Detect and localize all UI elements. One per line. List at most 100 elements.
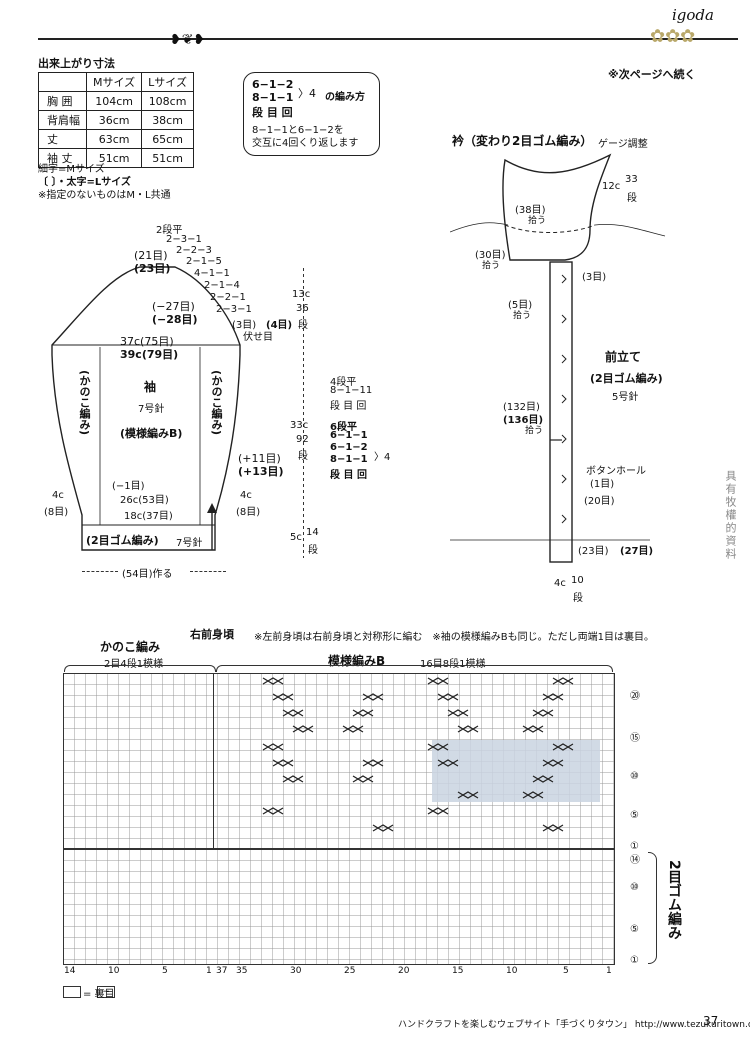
sleeve-inc-b: 段 目 回 [330,401,367,412]
collar-diagram [450,153,666,563]
collar-h1: 12c [602,181,621,192]
sleeve-inc2-a: 6−1−1 [330,430,368,441]
collar-pick38: (38目) [515,205,546,216]
front-band-title: 前立て [605,350,642,364]
x-tick: 1 [606,966,612,976]
continue-note: ※次ページへ続く [608,68,696,81]
collar-pick38b: 拾う [528,216,547,226]
sleeve-rib-h1: 5c [290,532,302,543]
buttonhole-count: (1目) [590,479,615,490]
sleeve-minus1: (−1目) [112,481,145,492]
side-text: 具有牧權的資料 [724,470,737,561]
decrease-note-box [243,72,380,156]
dec-line1: 6−1−2 [252,78,294,91]
collar-pick30: (30目) [475,250,506,261]
sleeve-side4l: 4c [52,490,64,501]
sleeve-dec-2: 2−1−5 [186,256,222,267]
legend-blank-cell [63,986,81,998]
chart-kanoko-rep: 2目4段1模様 [104,659,164,670]
row-label-5: ⑤ [630,810,639,821]
chart-pattern-b-rep: 16目8段1模様 [420,659,486,670]
sleeve-needle: 7号針 [138,404,165,415]
header-ornament-icon: ❥❦❥ [170,32,206,48]
front-band-rib: (2目ゴム編み) [590,372,663,385]
sleeve-inc2-b: 6−1−2 [330,442,368,453]
x-tick: 14 [64,966,76,976]
x-tick: 35 [236,966,248,976]
sleeve-bind-l: (4目) [266,320,293,331]
row-label-1: ① [630,841,639,852]
size-note-common: ※指定のないものはM・L共通 [38,190,171,201]
chart-note: ※左前身頃は右前身頃と対称形に編む ※袖の模様編みBも同じ。ただし両端1目は裏目… [254,632,654,643]
brand-logo: igoda [672,6,714,24]
sleeve-cap-h2: 36 [296,303,309,314]
sleeve-right-side: (かのこ編み) [210,370,223,436]
sleeve-width-l: 39c(79目) [120,348,179,361]
sleeve-rib-h2: 14 [306,527,319,538]
dec-title: の編み方 [325,92,365,103]
front-band-pick136: (136目) [503,415,544,426]
sleeve-body-h1: 33c [290,420,309,431]
sleeve-inc2-d: 段 目 回 [330,470,367,481]
x-tick: 25 [344,966,356,976]
cable-symbols [262,677,574,832]
sleeve-inc2-flat: 6段平 [330,422,357,433]
sleeve-side-m: (−27目) [152,300,195,313]
front-band-bottom-m: (23目) [578,546,609,557]
sleeve-body-h2: 92 [296,434,309,445]
sleeve-rib-h3: 段 [308,545,318,556]
x-tick: 1 [206,966,212,976]
collar-five: (5目) [508,300,533,311]
front-band-pick132: (132目) [503,402,540,413]
x-tick: 20 [398,966,410,976]
chart-kanoko: かのこ編み [100,640,161,654]
sleeve-dec-0: 2−3−1 [166,234,202,245]
size-note-m: 細字=Mサイズ [38,164,105,175]
sleeve-diagram [51,266,241,551]
sleeve-rib: (2目ゴム編み) [86,534,159,547]
sleeve-inc-l: (+13目) [238,465,284,478]
sleeve-w26: 26c(53目) [120,495,169,506]
sleeve-body-h3: 段 [298,451,308,462]
dec-desc1: 8−1−1と6−1−2を [252,125,344,136]
sleeve-dec-5: 2−2−1 [210,292,246,303]
collar-pick30b: 拾う [482,261,501,271]
sleeve-inc2-arrow: 〉4 [374,452,391,463]
sleeve-side4l2: (8目) [44,507,69,518]
sleeve-dec-4: 2−1−4 [204,280,240,291]
sleeve-top-m: (21目) [134,249,168,262]
chart-rib-label: 2目ゴム編み [666,860,682,940]
sleeve-side4r: 4c [240,490,252,501]
sleeve-inc2-c: 8−1−1 [330,454,368,465]
row-label-20: ⑳ [630,691,640,702]
collar-title: 衿（変わり2目ゴム編み） [452,134,593,148]
x-tick: 30 [290,966,302,976]
sleeve-rib-needle: 7号針 [176,538,203,549]
sleeve-inc-m: (+11目) [238,452,281,465]
size-note-l: 〔 〕・太字=Lサイズ [38,177,131,188]
sleeve-cap-h3: 段 [298,320,308,331]
sleeve-top-flat: 2段平 [156,225,183,236]
chart-rib-divider [63,848,614,850]
sleeve-dec-6: 2−3−1 [216,304,252,315]
sleeve-inc-a: 8−1−11 [330,385,373,396]
sleeve-width-m: 37c(75目) [120,335,174,348]
sleeve-dec-1: 2−2−3 [176,245,212,256]
footer-site: ハンドクラフトを楽しむウェブサイト「手づくりタウン」 http://www.te… [398,1020,750,1030]
sleeve-w18: 18c(37目) [124,511,173,522]
row-label-10: ⑩ [630,771,639,782]
legend-text: = 裏目 [83,989,115,1000]
butterfly-icon: ✿✿✿ [650,26,696,47]
cast-on-line-right [190,571,226,572]
sleeve-dec-3: 4−1−1 [194,268,230,279]
dec-line2: 8−1−1 [252,91,294,104]
dec-desc2: 交互に4回くり返します [252,138,359,149]
dec-arrow: 〉4 [298,87,316,100]
row-label-15: ⑮ [630,733,640,744]
rib-label-10: ⑩ [630,882,639,893]
cast-on-line [82,571,118,572]
buttonhole-spacing: (20目) [584,496,615,507]
